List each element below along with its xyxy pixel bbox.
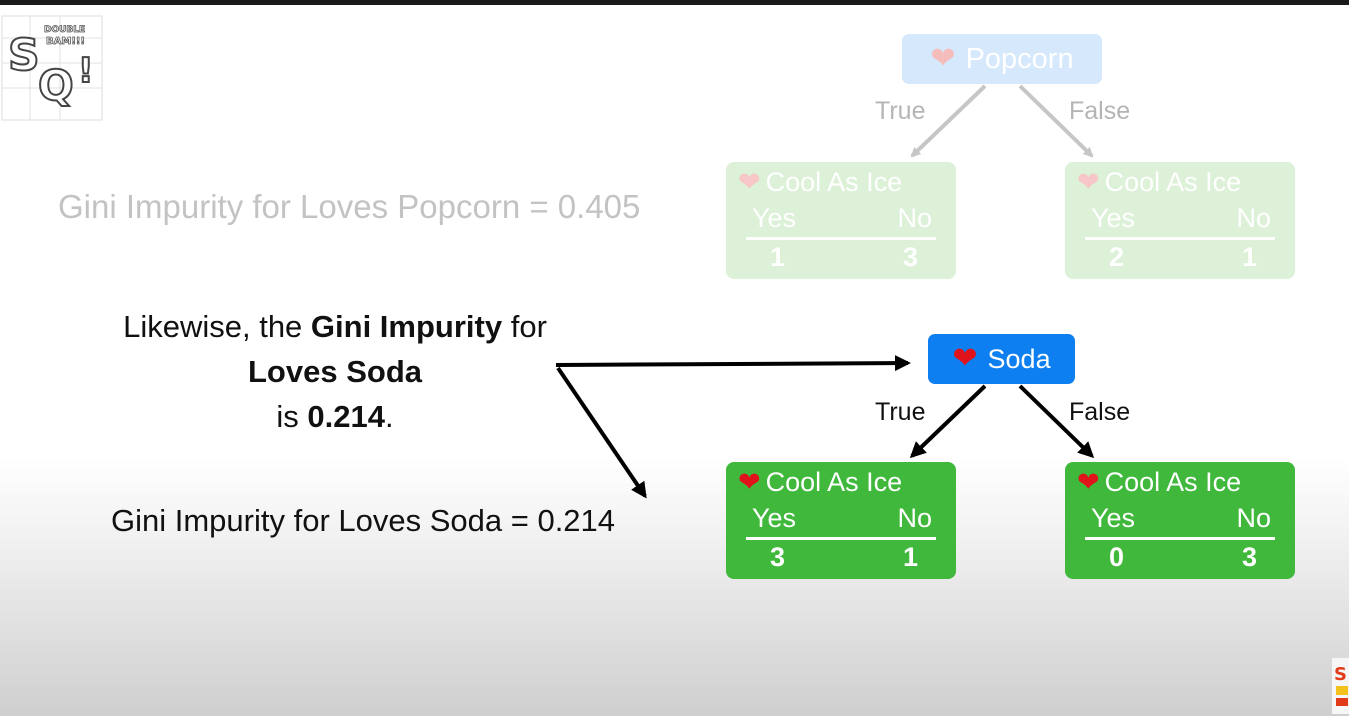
callout-arrow-to-soda — [555, 355, 911, 372]
soda-false-label: False — [1069, 398, 1131, 426]
no-label: No — [897, 203, 932, 233]
popcorn-root-label: Popcorn — [965, 42, 1074, 75]
statquest-logo: S Q ! DOUBLE BAM!!! — [1, 15, 103, 121]
statquest-logo-small: S — [1332, 658, 1349, 714]
yes-count: 3 — [770, 542, 786, 572]
svg-text:S: S — [8, 30, 40, 81]
yes-label: Yes — [752, 503, 797, 533]
leaf-divider — [1085, 537, 1275, 540]
popcorn-true-edge — [910, 84, 987, 158]
heart-icon: ❤ — [1077, 467, 1100, 497]
top-bar — [0, 0, 1349, 5]
no-count: 3 — [902, 242, 918, 272]
svg-text:BAM!!!: BAM!!! — [46, 36, 85, 47]
yes-count: 0 — [1109, 542, 1125, 572]
svg-text:DOUBLE: DOUBLE — [44, 25, 85, 35]
leaf-title: ❤Cool As Ice — [1077, 167, 1242, 197]
no-label: No — [1236, 503, 1271, 533]
no-count: 1 — [1241, 242, 1257, 272]
leaf-divider — [1085, 237, 1275, 240]
svg-text:S: S — [1334, 664, 1347, 685]
soda-false-edge — [1018, 384, 1095, 459]
soda-left-leaf: ❤Cool As Ice Yes No 3 1 — [726, 462, 956, 579]
soda-true-label: True — [875, 398, 926, 426]
soda-root-label: Soda — [987, 343, 1051, 374]
popcorn-true-label: True — [875, 97, 926, 125]
popcorn-root-node: ❤ Popcorn — [902, 34, 1102, 84]
leaf-divider — [746, 237, 936, 240]
yes-count: 1 — [770, 242, 786, 272]
no-label: No — [1236, 203, 1271, 233]
popcorn-false-edge — [1018, 84, 1094, 158]
leaf-divider — [746, 537, 936, 540]
soda-true-edge — [909, 384, 987, 459]
yes-label: Yes — [1091, 203, 1136, 233]
leaf-title: ❤Cool As Ice — [1077, 467, 1242, 497]
heart-icon: ❤ — [738, 167, 761, 197]
soda-root-node: ❤ Soda — [928, 334, 1075, 384]
no-count: 1 — [902, 542, 918, 572]
callout-text: Likewise, the Gini Impurity for Loves So… — [123, 309, 547, 434]
no-label: No — [897, 503, 932, 533]
leaf-title: ❤Cool As Ice — [738, 467, 903, 497]
popcorn-false-label: False — [1069, 97, 1131, 125]
popcorn-right-leaf: ❤Cool As Ice Yes No 2 1 — [1065, 162, 1295, 279]
gini-popcorn-text: Gini Impurity for Loves Popcorn = 0.405 — [58, 188, 641, 225]
heart-icon: ❤ — [1077, 167, 1100, 197]
yes-label: Yes — [1091, 503, 1136, 533]
leaf-title: ❤Cool As Ice — [738, 167, 903, 197]
yes-count: 2 — [1109, 242, 1125, 272]
heart-icon: ❤ — [952, 342, 978, 375]
svg-text:Q: Q — [38, 61, 74, 110]
heart-icon: ❤ — [930, 42, 956, 75]
soda-right-leaf: ❤Cool As Ice Yes No 0 3 — [1065, 462, 1295, 579]
callout-arrow-to-gini — [556, 366, 647, 499]
svg-text:!: ! — [78, 51, 94, 91]
popcorn-left-leaf: ❤Cool As Ice Yes No 1 3 — [726, 162, 956, 279]
yes-label: Yes — [752, 203, 797, 233]
no-count: 3 — [1241, 542, 1257, 572]
heart-icon: ❤ — [738, 467, 761, 497]
gini-soda-text: Gini Impurity for Loves Soda = 0.214 — [111, 503, 616, 538]
